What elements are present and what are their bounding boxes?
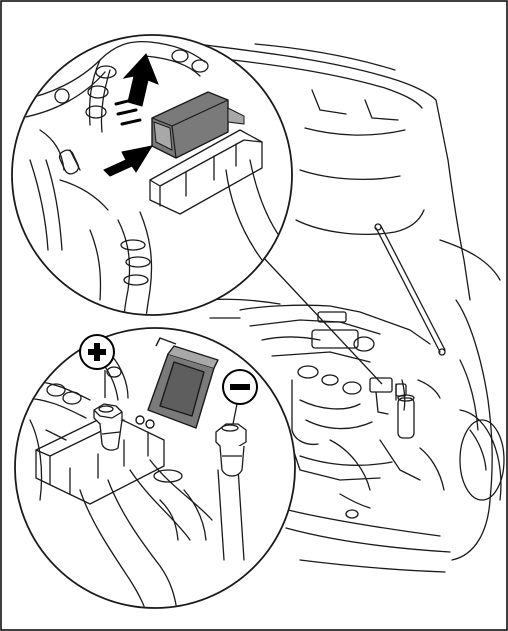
negative-symbol-icon	[222, 369, 258, 425]
arrow-right-icon	[103, 145, 154, 177]
lower-detail-callout	[14, 327, 296, 609]
upper-detail-callout	[11, 34, 293, 316]
connector-upper	[151, 91, 245, 159]
connector-lower	[135, 337, 219, 429]
arrow-up-icon	[122, 53, 159, 107]
positive-terminal	[93, 403, 123, 451]
callout-leader-line	[261, 255, 383, 385]
motion-lines	[114, 98, 142, 126]
negative-terminal	[215, 423, 247, 477]
lower-callout-circle	[14, 327, 296, 609]
positive-symbol-icon	[79, 334, 115, 398]
engine-bay-background	[204, 43, 505, 573]
